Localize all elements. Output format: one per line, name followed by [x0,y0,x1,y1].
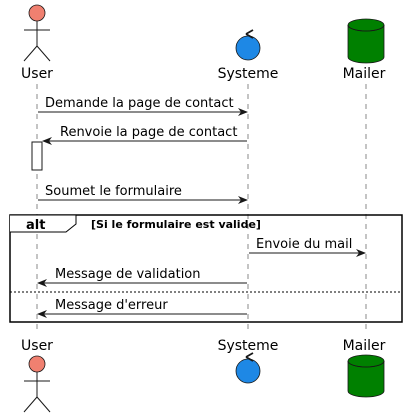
participant-label-systeme-top: Systeme [218,66,279,82]
alt-keyword: alt [26,218,45,233]
actor-icon [28,355,46,373]
message-label-2: Renvoie la page de contact [60,125,237,140]
database-icon [347,361,385,398]
user-actor-bottom [23,355,51,413]
systeme-control-bottom [235,352,261,384]
participant-label-mailer-bottom: Mailer [343,338,386,354]
alt-guard: [Si le formulaire est valide] [91,218,261,231]
message-label-6: Message d'erreur [55,298,168,313]
systeme-control-top [235,29,261,61]
participant-label-user-bottom: User [21,338,53,354]
alt-fragment-tab [10,214,77,233]
participant-label-systeme-bottom: Systeme [218,338,279,354]
message-label-5: Message de validation [55,267,201,282]
database-icon [347,25,385,64]
control-icon [235,358,261,384]
message-label-3: Soumet le formulaire [45,184,182,199]
participant-label-mailer-top: Mailer [343,66,386,82]
alt-fragment [9,214,403,323]
participant-label-user-top: User [21,66,53,82]
activation-bar-user [31,141,43,171]
user-actor-top [23,4,51,62]
mailer-database-bottom [347,354,385,398]
message-label-4: Envoie du mail [256,237,352,252]
control-icon [235,35,261,61]
actor-icon [28,4,46,22]
message-label-1: Demande la page de contact [45,96,234,111]
mailer-database-top [347,18,385,64]
